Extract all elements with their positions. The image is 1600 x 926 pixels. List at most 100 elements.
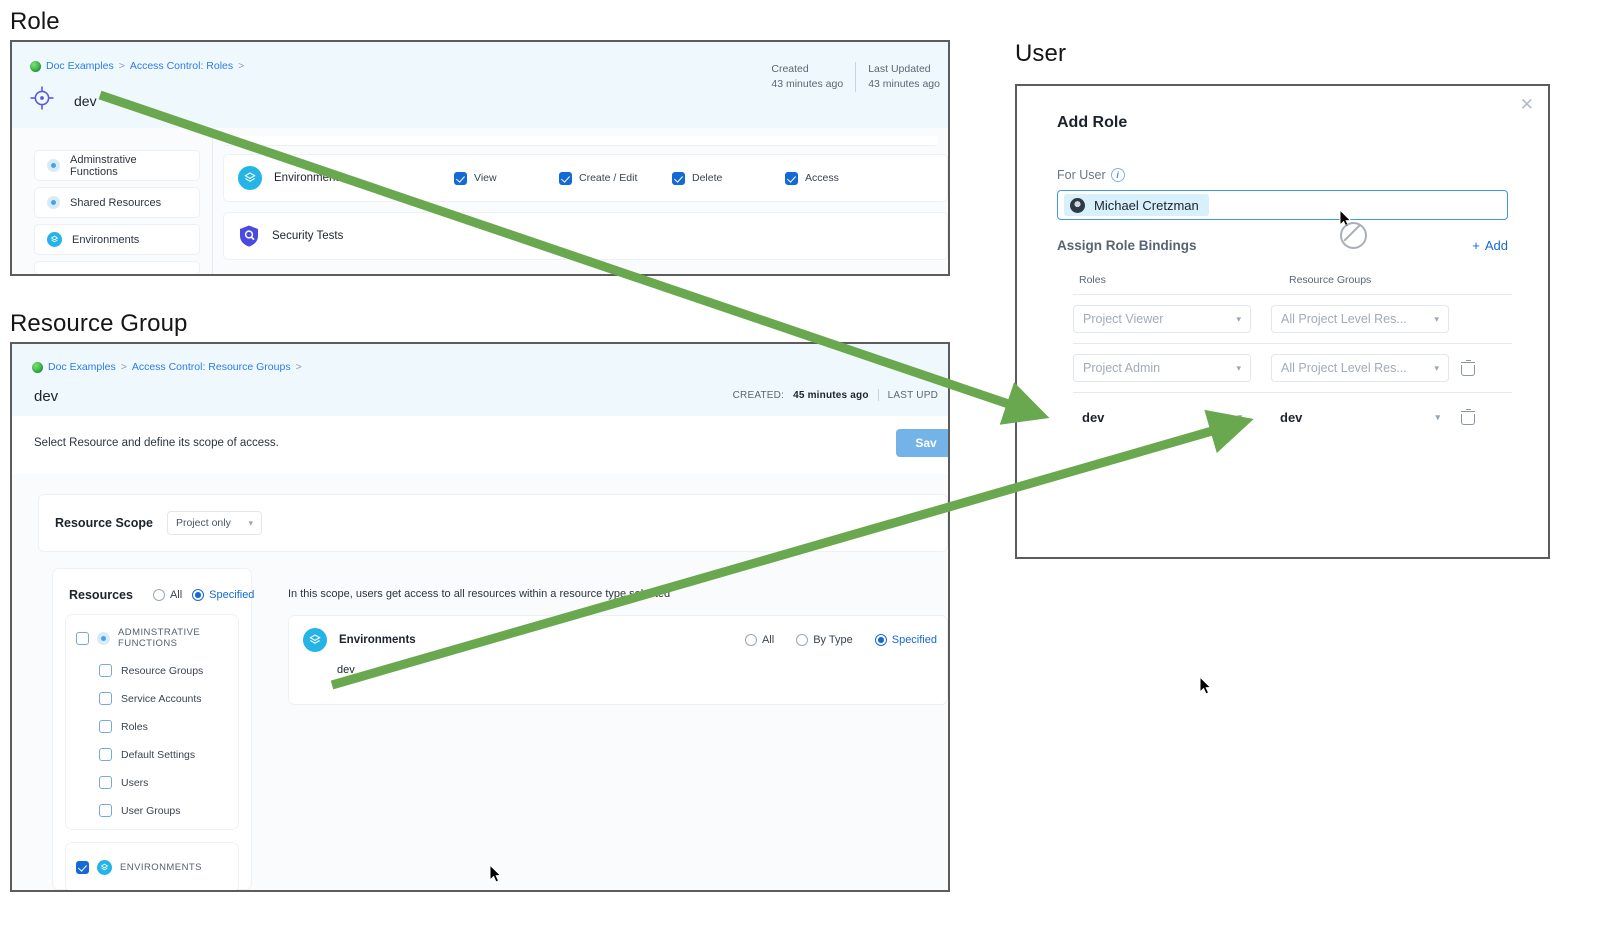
permission-row-security-tests[interactable]: Security Tests (223, 212, 948, 260)
resources-option-label: All (169, 589, 183, 601)
breadcrumb-item-1[interactable]: Access Control: Roles (129, 60, 234, 72)
resource-item-label: User Groups (121, 804, 181, 817)
checkbox-icon[interactable] (99, 692, 112, 705)
resource-group-subheader: Select Resource and define its scope of … (12, 416, 948, 475)
resource-item-label: Service Accounts (121, 692, 202, 705)
info-icon[interactable]: i (1110, 168, 1125, 182)
resource-group-select[interactable]: dev ▾ (1271, 403, 1449, 431)
radio-icon[interactable] (796, 634, 809, 646)
mouse-cursor (489, 864, 502, 884)
add-binding-button[interactable]: + Add (1472, 238, 1508, 253)
role-meta: Created 43 minutes ago Last Updated 43 m… (771, 62, 940, 93)
sidebar-item-label: Shared Resources (70, 196, 162, 209)
sidebar-item-shared-resources[interactable]: Shared Resources (34, 187, 200, 218)
checkbox-icon[interactable] (785, 171, 798, 185)
checkbox-icon[interactable] (672, 171, 685, 185)
permission-name: Environments (274, 172, 345, 184)
breadcrumb-separator: > (120, 361, 127, 373)
chevron-down-icon: ▾ (248, 517, 253, 528)
resource-scope-select[interactable]: Project only ▾ (166, 511, 262, 535)
dialog-title: Add Role (1057, 114, 1128, 131)
breadcrumb-role[interactable]: Doc Examples > Access Control: Roles > (30, 60, 244, 72)
resource-group-subtitle: Select Resource and define its scope of … (34, 437, 279, 449)
light-blue-dot-icon (47, 159, 60, 172)
delete-binding-icon[interactable] (1461, 409, 1475, 425)
security-shield-icon (238, 224, 260, 248)
resource-item-users[interactable]: Users (99, 776, 228, 789)
breadcrumb-separator: > (238, 60, 245, 72)
resource-group-name: dev (34, 388, 59, 405)
checkbox-icon[interactable] (99, 748, 112, 761)
env-option-by-type[interactable]: By Type (796, 634, 853, 646)
breadcrumb-item-1[interactable]: Access Control: Resource Groups (131, 361, 291, 373)
resource-group-select[interactable]: All Project Level Res... ▾ (1271, 305, 1449, 333)
permission-checkbox-delete[interactable]: Delete (672, 171, 785, 185)
breadcrumb-item-0[interactable]: Doc Examples (48, 361, 116, 373)
sidebar-item-label: Adminstrative Functions (70, 153, 137, 178)
permission-checkbox-view[interactable]: View (454, 171, 559, 185)
resource-item-roles[interactable]: Roles (99, 720, 228, 733)
radio-icon[interactable] (152, 589, 165, 601)
permission-checkbox-label: Delete (692, 172, 723, 184)
permission-row-environments[interactable]: Environments View Create / Edit Delete A… (223, 154, 948, 202)
close-icon[interactable]: ✕ (1519, 95, 1534, 114)
radio-icon[interactable] (874, 634, 887, 646)
radio-icon[interactable] (744, 634, 757, 646)
group-header[interactable]: ADMINSTRATIVE FUNCTIONS (76, 627, 228, 649)
role-select[interactable]: Project Viewer ▾ (1073, 305, 1251, 333)
delete-binding-icon[interactable] (1461, 360, 1475, 376)
sidebar-item-administrative-functions[interactable]: Adminstrative Functions (34, 150, 200, 181)
resource-group-panel: Doc Examples > Access Control: Resource … (10, 342, 950, 892)
selected-user-name: Michael Cretzman (1094, 197, 1199, 213)
meta-updated-label: Last Updated (868, 63, 931, 75)
checkbox-icon[interactable] (99, 664, 112, 677)
env-option-label: All (761, 634, 775, 646)
scope-detail-pane: In this scope, users get access to all r… (270, 570, 948, 890)
group-header[interactable]: ENVIRONMENTS (76, 860, 228, 875)
role-select[interactable]: Project Admin ▾ (1073, 354, 1251, 382)
resources-option-label: Specified (209, 589, 255, 601)
resources-option-all[interactable]: All (152, 589, 183, 601)
checkbox-icon[interactable] (76, 861, 89, 874)
binding-resource-group-cell: All Project Level Res... ▾ (1271, 305, 1461, 333)
chevron-down-icon: ▾ (1434, 362, 1439, 373)
permission-checkbox-access[interactable]: Access (785, 171, 839, 185)
radio-icon[interactable] (192, 589, 205, 601)
breadcrumb-resource-group[interactable]: Doc Examples > Access Control: Resource … (32, 361, 302, 373)
permission-checkbox-create-edit[interactable]: Create / Edit (559, 171, 672, 185)
resource-group-select-value: dev (1280, 409, 1303, 425)
env-option-all[interactable]: All (744, 634, 775, 646)
checkbox-icon[interactable] (99, 804, 112, 817)
resource-item-label: Resource Groups (121, 664, 204, 677)
checkbox-icon[interactable] (76, 631, 89, 645)
binding-role-cell: dev ▾ (1073, 403, 1271, 431)
role-select[interactable]: dev ▾ (1073, 403, 1251, 431)
checkbox-icon[interactable] (454, 171, 467, 185)
binding-resource-group-cell: dev ▾ (1271, 403, 1461, 431)
resource-item-resource-groups[interactable]: Resource Groups (99, 664, 228, 677)
sidebar-item-partial[interactable] (34, 261, 200, 274)
checkbox-icon[interactable] (559, 171, 572, 185)
resource-item-service-accounts[interactable]: Service Accounts (99, 692, 228, 705)
resource-group-meta: CREATED: 45 minutes ago LAST UPD (733, 389, 938, 401)
selected-user-chip[interactable]: Michael Cretzman (1064, 194, 1209, 216)
resource-item-user-groups[interactable]: User Groups (99, 804, 228, 817)
for-user-input[interactable]: Michael Cretzman (1057, 190, 1508, 220)
resources-option-specified[interactable]: Specified (192, 589, 254, 601)
breadcrumb-item-0[interactable]: Doc Examples (46, 60, 114, 72)
save-button[interactable]: Sav (896, 429, 948, 457)
permission-checkbox-label: View (474, 172, 497, 184)
resource-group-environments: ENVIRONMENTS (65, 842, 239, 890)
sidebar-item-environments[interactable]: Environments (34, 224, 200, 255)
checkbox-icon[interactable] (99, 720, 112, 733)
env-option-specified[interactable]: Specified (874, 634, 937, 646)
env-option-label: By Type (813, 634, 853, 646)
resource-item-default-settings[interactable]: Default Settings (99, 748, 228, 761)
checkbox-icon[interactable] (99, 776, 112, 789)
meta-updated-label: LAST UPD (887, 389, 938, 401)
resource-group-select[interactable]: All Project Level Res... ▾ (1271, 354, 1449, 382)
add-role-dialog: ✕ Add Role For User i Michael Cretzman A… (1015, 84, 1550, 559)
meta-created: Created 43 minutes ago (771, 62, 843, 92)
environments-scope-value: dev (337, 664, 355, 676)
bindings-table: Project Viewer ▾ All Project Level Res..… (1073, 294, 1512, 441)
